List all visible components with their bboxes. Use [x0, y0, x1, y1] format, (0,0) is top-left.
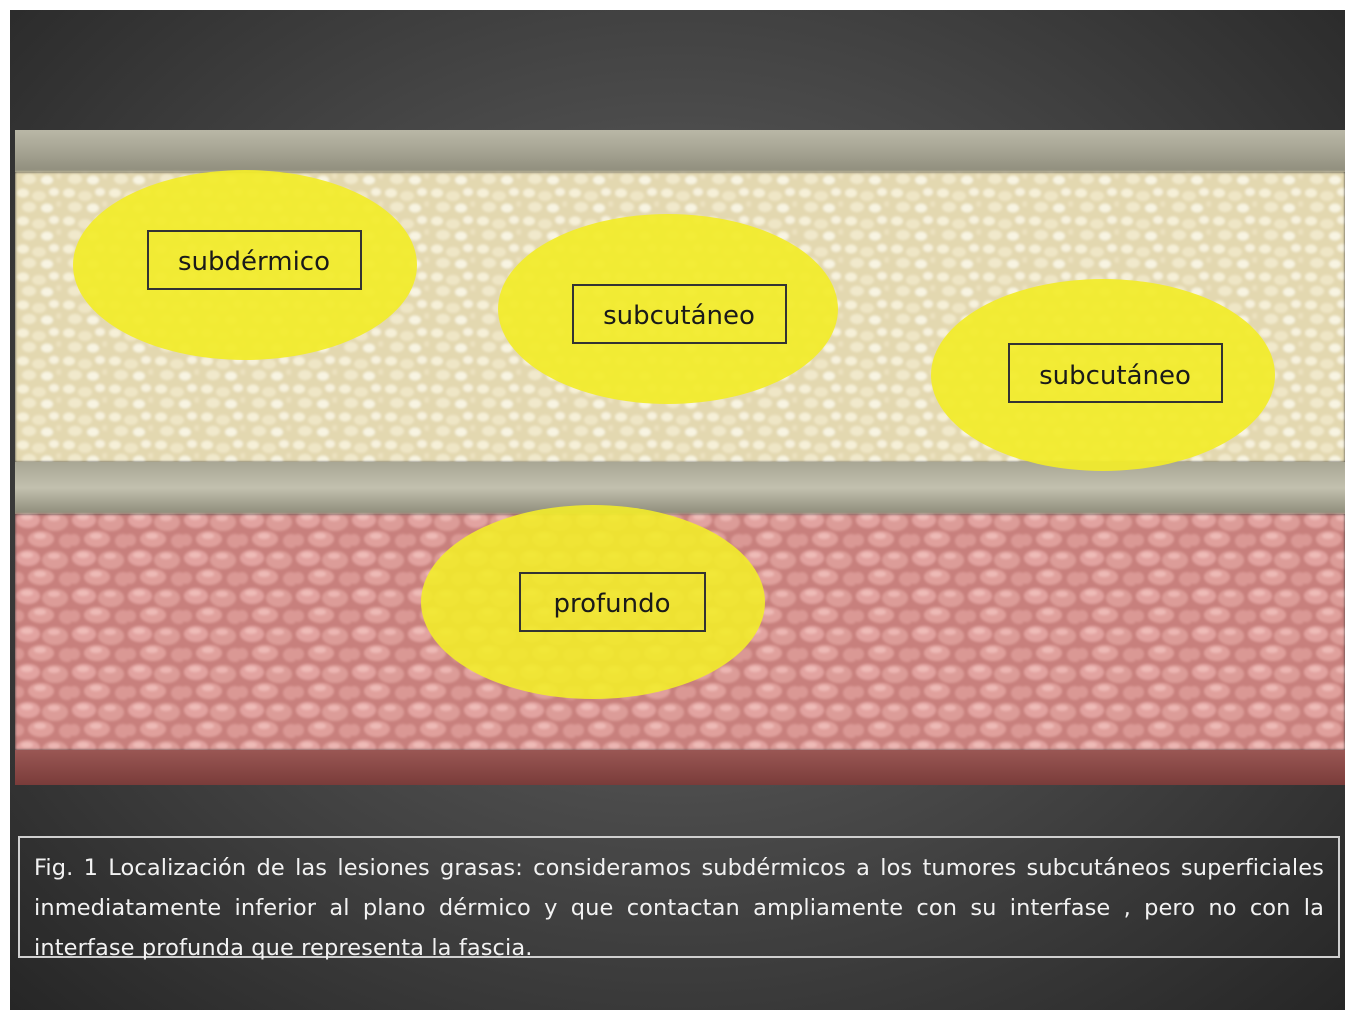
label-subdermal: subdérmico — [178, 247, 330, 277]
label-subcutaneous-2: subcutáneo — [1039, 361, 1191, 391]
lesion-subcutaneous-1: subcutáneo — [498, 214, 838, 404]
label-deep: profundo — [553, 589, 670, 619]
lesion-subdermal: subdérmico — [73, 170, 417, 360]
label-subcutaneous-1: subcutáneo — [603, 301, 755, 331]
tissue-layers-diagram: subdérmico subcutáneo subcutáneo profund… — [15, 130, 1345, 785]
dermal-band — [15, 130, 1345, 172]
fascia-band — [15, 462, 1345, 514]
lesion-subcutaneous-2: subcutáneo — [931, 279, 1275, 471]
figure-caption: Fig. 1 Localización de las lesiones gras… — [18, 836, 1340, 958]
bottom-band — [15, 750, 1345, 785]
slide-background: subdérmico subcutáneo subcutáneo profund… — [10, 10, 1345, 1010]
lesion-deep: profundo — [421, 505, 765, 699]
